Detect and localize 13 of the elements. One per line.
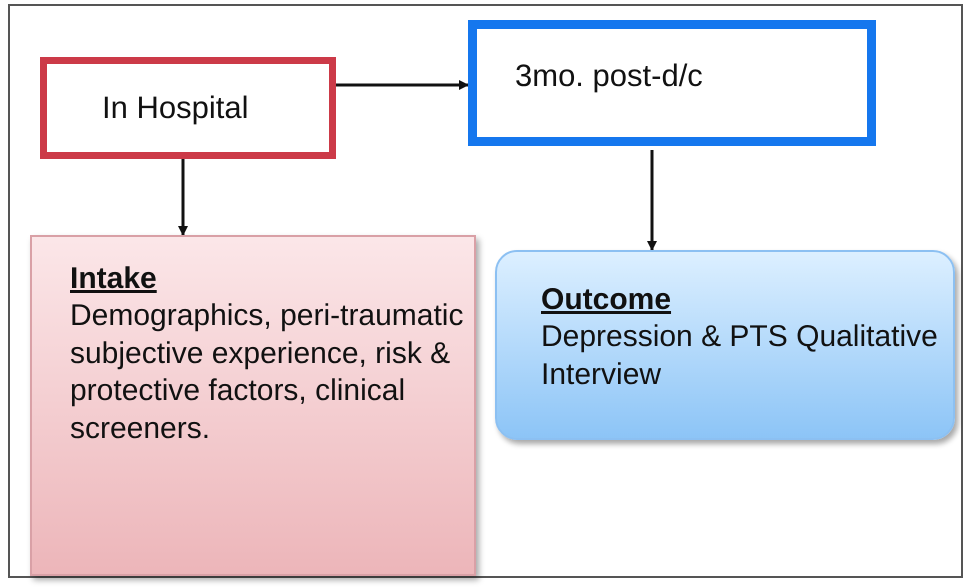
stage-label: 3mo. post-d/c [515, 57, 704, 94]
arrow [647, 150, 657, 251]
arrow [178, 159, 188, 236]
box-heading: Outcome [541, 282, 672, 318]
stage-box [468, 20, 876, 146]
stage-box [40, 57, 336, 159]
box-text: Demographics, peri-traumatic subjective experience, risk & protective factors, clinical screeners. [70, 298, 464, 446]
box-heading: Intake [70, 261, 158, 297]
box-text: Depression & PTS Qualitative Interview [541, 319, 939, 392]
stage-label: In Hospital [102, 89, 250, 127]
info-box [30, 235, 476, 576]
info-box [495, 250, 955, 440]
arrow [336, 80, 469, 90]
